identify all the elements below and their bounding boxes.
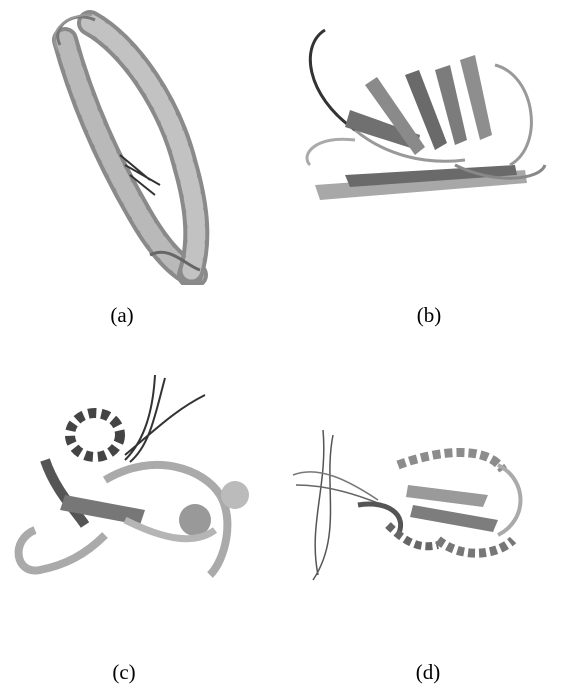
figure-panel-a — [20, 5, 220, 285]
caption-c: (c) — [94, 660, 154, 685]
protein-structure-d-image — [288, 425, 558, 595]
protein-structure-b-image — [295, 15, 555, 215]
protein-structure-c-image — [5, 370, 280, 590]
figure-panel-c — [5, 370, 280, 590]
figure-panel-d — [288, 425, 558, 595]
caption-d: (d) — [398, 660, 458, 685]
figure-panel-b — [295, 15, 555, 215]
caption-b: (b) — [399, 303, 459, 328]
caption-a: (a) — [92, 303, 152, 328]
protein-structure-a-image — [20, 5, 220, 285]
